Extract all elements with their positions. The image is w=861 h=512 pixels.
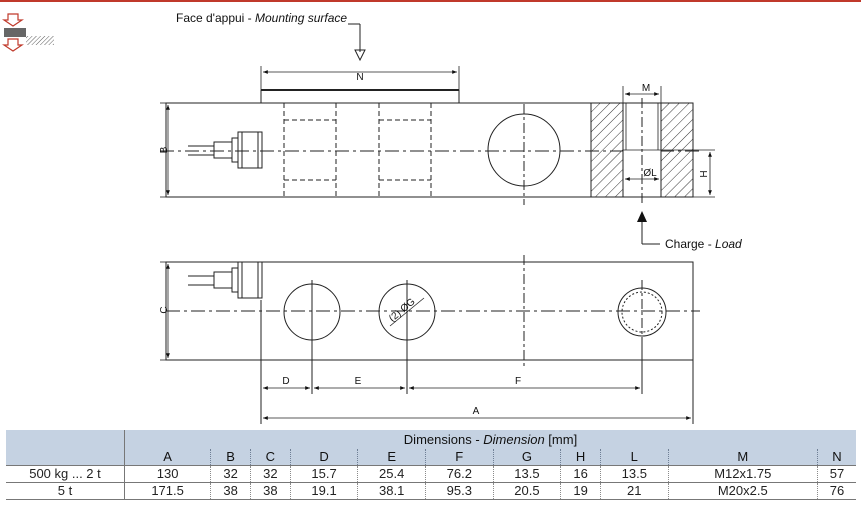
column-header-h: H: [560, 449, 601, 466]
table-cell: 19.1: [289, 482, 358, 500]
table-cell: 76.2: [424, 465, 494, 483]
table-cell: 19: [560, 482, 601, 500]
table-cell: 21: [599, 482, 669, 500]
dim-label-g: (2) ØG: [387, 296, 418, 324]
dim-label-b: B: [159, 146, 170, 153]
column-header-a: A: [123, 449, 211, 466]
dim-label-d: D: [282, 376, 289, 387]
table-cell: M20x2.5: [667, 482, 818, 500]
table-cell: 13.5: [492, 465, 561, 483]
table-cell: 13.5: [599, 465, 669, 483]
table-cell: 15.7: [289, 465, 358, 483]
table-cell: M12x1.75: [667, 465, 818, 483]
mounting-surface-symbol-icon: [2, 13, 54, 52]
table-cell: 20.5: [492, 482, 561, 500]
column-header-f: F: [424, 449, 494, 466]
table-cell: 38: [249, 482, 291, 500]
table-cell: 38: [210, 482, 251, 500]
dim-label-c: C: [159, 306, 170, 313]
column-header-e: E: [357, 449, 426, 466]
table-cell: 16: [560, 465, 601, 483]
table-title: Dimensions - Dimension [mm]: [124, 430, 856, 449]
dim-label-l: ØL: [643, 168, 657, 179]
column-header-l: L: [599, 449, 669, 466]
dim-label-h: H: [699, 170, 710, 177]
top-view: [165, 255, 700, 424]
column-header-b: B: [210, 449, 251, 466]
dim-label-e: E: [355, 376, 362, 387]
table-corner: [6, 430, 125, 449]
load-hole-section: [590, 98, 694, 205]
dim-label-n: N: [356, 72, 363, 83]
table-cell: 76: [816, 482, 856, 500]
row-label: 500 kg ... 2 t: [6, 465, 125, 483]
table-cell: 57: [816, 465, 856, 483]
table-cell: 32: [249, 465, 291, 483]
table-cell: 38.1: [357, 482, 426, 500]
column-header-g: G: [492, 449, 561, 466]
row-label: 5 t: [6, 482, 125, 500]
technical-drawing: N Face d'appui - Mounting surface M B H …: [2, 11, 742, 424]
table-cell: 32: [210, 465, 251, 483]
column-header-n: N: [816, 449, 856, 466]
dim-label-a: A: [473, 406, 480, 417]
column-header-d: D: [289, 449, 358, 466]
column-header-c: C: [249, 449, 291, 466]
dim-label-f: F: [515, 376, 521, 387]
table-cell: 130: [123, 465, 211, 483]
table-cell: 171.5: [123, 482, 211, 500]
table-cell: 95.3: [424, 482, 494, 500]
dim-label-m: M: [642, 83, 650, 94]
top-accent-line: [0, 0, 861, 2]
mounting-surface-label: Face d'appui - Mounting surface: [176, 11, 347, 25]
load-label: Charge - Load: [665, 237, 742, 251]
column-header-m: M: [667, 449, 818, 466]
table-cell: 25.4: [357, 465, 426, 483]
